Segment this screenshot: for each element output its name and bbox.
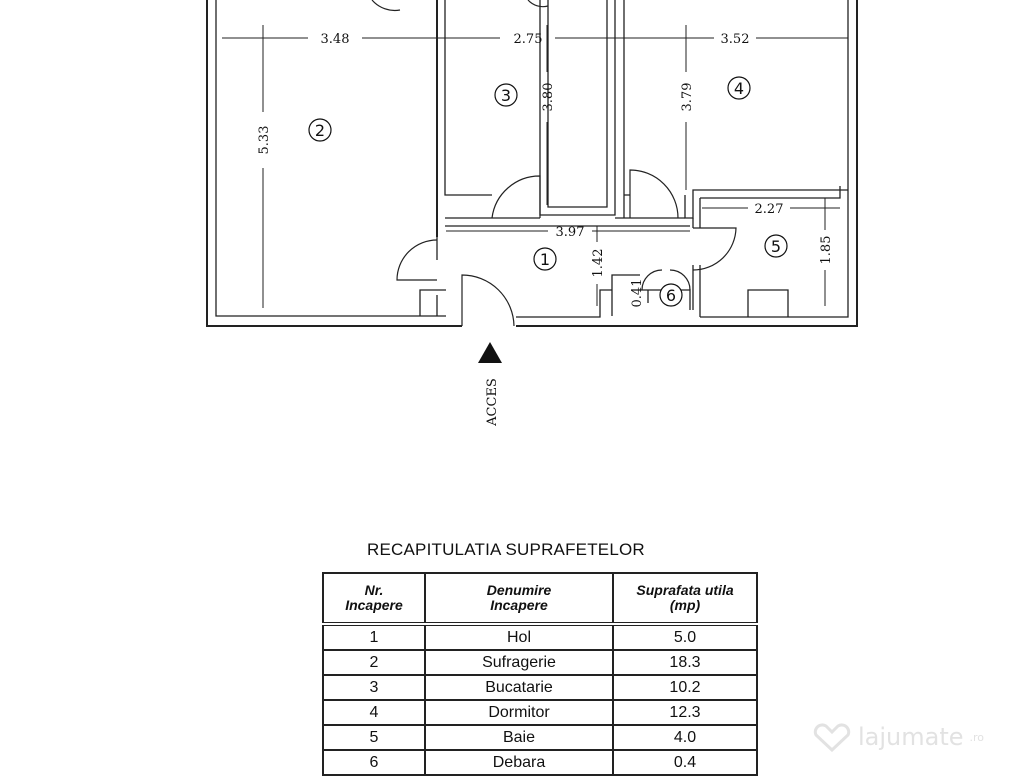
- table-title: RECAPITULATIA SUPRAFETELOR: [367, 540, 645, 559]
- cell-area: 4.0: [612, 724, 758, 751]
- room4-door: [629, 169, 679, 219]
- dim-room4-height: 3.79: [680, 83, 695, 112]
- watermark-tld: .ro: [969, 730, 985, 744]
- cell-nr: 4: [322, 699, 426, 726]
- cell-area: 18.3: [612, 649, 758, 676]
- bath-door: [692, 227, 737, 271]
- dim-room3-height: 3.80: [541, 83, 556, 112]
- partition-room2-room3-inner: [444, 0, 492, 196]
- table-row: 3 Bucatarie 10.2: [322, 674, 758, 701]
- room2-fixture: [419, 289, 446, 316]
- header-usable-area: Suprafata utila (mp): [612, 572, 758, 625]
- cell-name: Sufragerie: [424, 649, 614, 676]
- storage-walls: [611, 274, 691, 316]
- cell-nr: 2: [322, 649, 426, 676]
- partition-room3-room4: [623, 0, 630, 218]
- header-room-name: Denumire Incapere: [424, 572, 614, 625]
- cell-nr: 1: [322, 623, 426, 651]
- outer-wall-inner: [215, 0, 446, 317]
- dim-room2-height: 5.33: [257, 126, 272, 155]
- table-row: 2 Sufragerie 18.3: [322, 649, 758, 676]
- bath-fixture: [747, 289, 789, 317]
- cell-name: Baie: [424, 724, 614, 751]
- partition-bath-hall: [692, 198, 701, 317]
- room-marker-3: 3: [494, 83, 518, 107]
- svg-text:3: 3: [501, 86, 511, 105]
- room2-door: [396, 239, 438, 281]
- svg-text:6: 6: [666, 286, 676, 305]
- watermark: lajumate .ro: [812, 722, 984, 752]
- dim-hall-width: 3.97: [556, 225, 585, 240]
- table-row: 4 Dormitor 12.3: [322, 699, 758, 726]
- entrance-arrow-icon: [478, 342, 502, 363]
- cell-nr: 3: [322, 674, 426, 701]
- svg-text:5: 5: [771, 237, 781, 256]
- header-text: Denumire: [486, 582, 552, 598]
- cell-area: 12.3: [612, 699, 758, 726]
- entrance-door: [461, 274, 515, 327]
- outer-wall: [206, 0, 462, 327]
- cell-name: Hol: [424, 623, 614, 651]
- top-door-arcs: [371, 0, 549, 12]
- header-room-number: Nr. Incapere: [322, 572, 426, 625]
- cell-area: 0.4: [612, 749, 758, 776]
- cell-name: Dormitor: [424, 699, 614, 726]
- svg-text:1: 1: [540, 250, 550, 269]
- floor-plan: 3.48 2.75 3.52 5.33 3.80 3.79 3.97 1.42 …: [206, 0, 858, 427]
- entrance-label: ACCES: [485, 378, 500, 427]
- header-text: Nr.: [364, 582, 384, 598]
- dim-bath-width: 2.27: [755, 202, 784, 217]
- room-marker-5: 5: [764, 234, 788, 258]
- cell-name: Debara: [424, 749, 614, 776]
- table-row: 1 Hol 5.0: [322, 623, 758, 651]
- room-marker-4: 4: [727, 76, 751, 100]
- cell-nr: 5: [322, 724, 426, 751]
- header-text: (mp): [669, 597, 701, 613]
- cell-area: 10.2: [612, 674, 758, 701]
- room-marker-1: 1: [533, 247, 557, 271]
- cell-area: 5.0: [612, 623, 758, 651]
- table-row: 6 Debara 0.4: [322, 749, 758, 776]
- room-marker-2: 2: [308, 118, 332, 142]
- cell-nr: 6: [322, 749, 426, 776]
- outer-wall-right: [516, 0, 858, 327]
- outer-wall-right-inner: [700, 0, 849, 318]
- header-text: Suprafata utila: [636, 582, 734, 598]
- dim-room3-width: 2.75: [514, 32, 543, 47]
- room-marker-6: 6: [659, 283, 683, 307]
- dim-room2-width: 3.48: [321, 32, 350, 47]
- partition-room3-corridor: [539, 0, 616, 216]
- header-text: Incapere: [490, 597, 548, 613]
- dim-room4-width: 3.52: [721, 32, 750, 47]
- heart-logo-icon: [813, 723, 851, 752]
- room3-door: [491, 175, 541, 219]
- table-row: 5 Baie 4.0: [322, 724, 758, 751]
- header-text: Incapere: [345, 597, 403, 613]
- south-wall-mid: [516, 289, 612, 318]
- dim-bath-height: 1.85: [819, 236, 834, 265]
- storage-door: [641, 269, 691, 291]
- cell-name: Bucatarie: [424, 674, 614, 701]
- dim-hall-height: 1.42: [591, 249, 606, 278]
- watermark-text: lajumate: [858, 723, 964, 751]
- area-summary-table: Nr. Incapere Denumire Incapere Suprafata…: [322, 572, 758, 776]
- svg-text:2: 2: [315, 121, 325, 140]
- svg-text:4: 4: [734, 79, 744, 98]
- dim-storage-width: 0.41: [630, 279, 645, 308]
- table-header-row: Nr. Incapere Denumire Incapere Suprafata…: [322, 572, 758, 625]
